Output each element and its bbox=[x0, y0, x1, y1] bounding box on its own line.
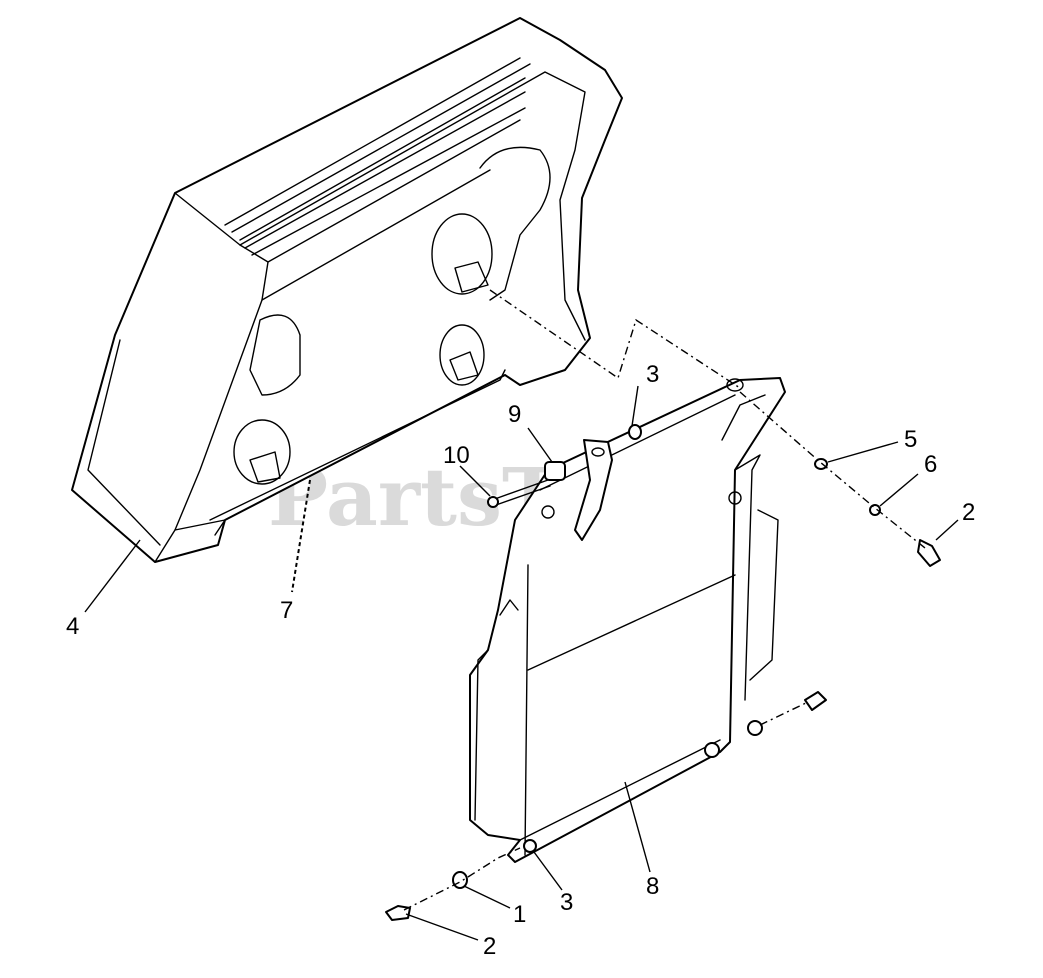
part-4-bucket-housing bbox=[71, 17, 623, 563]
callout-9: 9 bbox=[508, 401, 521, 428]
callout-2-bottom: 2 bbox=[483, 933, 496, 960]
callout-5: 5 bbox=[904, 426, 917, 453]
callout-1: 1 bbox=[513, 901, 526, 928]
callout-4: 4 bbox=[66, 613, 79, 640]
part-8-scraper-plate bbox=[469, 377, 786, 863]
callout-3-bottom: 3 bbox=[560, 889, 573, 916]
callout-6: 6 bbox=[924, 451, 937, 478]
part-7-hidden-line bbox=[291, 479, 311, 593]
center-lines bbox=[403, 289, 926, 911]
callout-3-top: 3 bbox=[646, 361, 659, 388]
part-10-pin bbox=[487, 479, 551, 508]
part-9-bracket bbox=[544, 439, 613, 541]
callout-8: 8 bbox=[646, 873, 659, 900]
leader-lines bbox=[84, 385, 959, 941]
callout-7: 7 bbox=[280, 597, 293, 624]
callout-labels: 4 7 3 9 10 5 6 2 1 2 3 8 bbox=[66, 361, 975, 960]
callout-10: 10 bbox=[443, 442, 470, 469]
callout-2-right: 2 bbox=[962, 499, 975, 526]
